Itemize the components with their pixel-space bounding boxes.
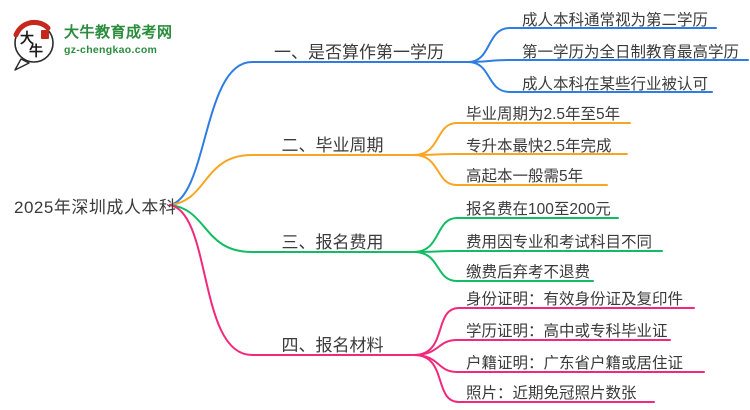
branch-2-subtopic: 毕业周期为2.5年至5年 <box>466 106 621 123</box>
branch-2-lines <box>169 122 631 206</box>
logo-brand-name: 大牛教育成考网 <box>64 24 173 41</box>
svg-text:大: 大 <box>20 30 34 47</box>
branch-1-label: 一、是否算作第一学历 <box>274 43 444 62</box>
branch-2-subtopic: 专升本最快2.5年完成 <box>466 138 612 155</box>
branch-3-label: 三、报名费用 <box>281 233 384 252</box>
branch-3-subtopic: 费用因专业和考试科目不同 <box>466 234 653 251</box>
branch-3-lines <box>169 204 663 282</box>
logo-bubble-icon: 大 牛 <box>10 18 60 72</box>
branch-2-label: 二、毕业周期 <box>281 136 384 155</box>
root-topic: 2025年深圳成人本科 <box>14 198 177 217</box>
branch-1-lines <box>169 27 749 206</box>
branch-4-subtopic: 户籍证明：广东省户籍或居住证 <box>466 355 684 372</box>
branch-1-subtopic: 第一学历为全日制教育最高学历 <box>522 44 740 61</box>
branch-4-subtopic: 身份证明：有效身份证及复印件 <box>466 291 684 308</box>
branch-1-subtopic: 成人本科在某些行业被认可 <box>522 76 709 93</box>
logo-domain: gz-chengkao.com <box>64 44 158 56</box>
logo-text-block: 大牛教育成考网 gz-chengkao.com <box>64 18 173 56</box>
branch-3-subtopic: 报名费在100至200元 <box>466 201 611 218</box>
branch-3-subtopic: 缴费后弃考不退费 <box>466 264 591 281</box>
svg-text:牛: 牛 <box>29 43 43 60</box>
branch-4-subtopic: 学历证明：高中或专科毕业证 <box>466 323 668 340</box>
branch-4-subtopic: 照片：近期免冠照片数张 <box>466 385 637 402</box>
site-logo: 大 牛 大牛教育成考网 gz-chengkao.com <box>10 18 173 72</box>
branch-4-lines <box>169 204 705 403</box>
branch-4-label: 四、报名材料 <box>281 336 384 355</box>
branch-2-subtopic: 高起本一般需5年 <box>466 168 584 185</box>
branch-1-subtopic: 成人本科通常视为第二学历 <box>522 12 709 29</box>
